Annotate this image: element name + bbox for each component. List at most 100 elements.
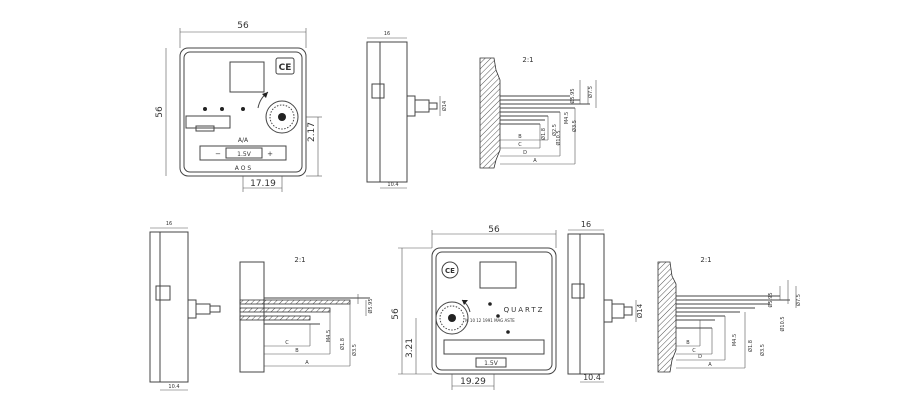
section-label: A xyxy=(708,362,712,368)
label-plate xyxy=(185,115,231,129)
shaft-diameter-dimension: Ø14 xyxy=(636,303,644,318)
section-label: Ø5.95 xyxy=(367,298,374,313)
section-label: Ø2.5 xyxy=(551,124,558,136)
gear-hub xyxy=(448,314,456,322)
battery-slot xyxy=(199,145,287,161)
section-label: A xyxy=(305,360,309,366)
shaft-tip xyxy=(623,306,633,316)
section-label: Ø10.5 xyxy=(779,316,786,331)
section-label: Ø1.8 xyxy=(540,128,547,140)
label-bottom: A O S xyxy=(235,165,252,172)
battery-slot xyxy=(443,339,545,355)
offset-dimension: 19.29 xyxy=(460,377,486,387)
width-dimension: 56 xyxy=(237,21,249,31)
shaft xyxy=(611,303,625,319)
gear-teeth xyxy=(439,305,465,331)
section-label: A xyxy=(533,158,537,164)
shaft-base xyxy=(603,299,613,323)
shaft xyxy=(195,303,211,315)
section-label: C xyxy=(285,340,289,346)
battery xyxy=(475,357,507,368)
shaft-hatch xyxy=(239,307,331,313)
side-top-dimension: 16 xyxy=(384,31,390,37)
scale-label: 2:1 xyxy=(700,256,711,264)
section-label: B xyxy=(686,340,690,346)
section-label: Ø5.95 xyxy=(767,292,774,307)
minus-sign: − xyxy=(215,150,221,158)
side-housing xyxy=(366,41,408,183)
section-hatch xyxy=(479,57,501,169)
section-label: Ø7.5 xyxy=(587,86,594,98)
side-boss xyxy=(155,285,171,301)
adjust-gear xyxy=(435,301,469,335)
section-label: Ø3.5 xyxy=(571,120,578,132)
side-housing xyxy=(149,231,189,383)
rivet xyxy=(506,330,510,334)
rivet xyxy=(488,302,492,306)
bottom-front-view: 56 56 CE QUARTZ M 10 12 1991 MAG ASTE 1.… xyxy=(391,225,557,390)
offset-dimension: 17.19 xyxy=(250,179,276,189)
section-label: D xyxy=(698,354,702,360)
ce-circle xyxy=(441,261,459,279)
housing-window xyxy=(229,61,265,93)
bottom-side-view-right: 16 Ø14 10.4 xyxy=(567,220,644,383)
adjust-gear xyxy=(265,100,299,134)
side-top-dimension: 16 xyxy=(581,220,591,229)
bottom-side-view: 16 10.4 xyxy=(149,221,221,391)
section-label: M4.5 xyxy=(326,330,332,342)
side-bottom-dimension: 10.4 xyxy=(583,373,601,382)
rivet xyxy=(220,107,224,111)
section-label: Ø1.8 xyxy=(747,340,754,352)
top-side-view: 16 Ø14 10.4 xyxy=(366,31,448,189)
arrow-head xyxy=(462,300,468,305)
rivet xyxy=(241,107,245,111)
gear-hub xyxy=(278,113,286,121)
quartz-text: QUARTZ xyxy=(504,306,545,314)
section-label: Ø10.5 xyxy=(555,130,562,145)
section-label: Ø7.5 xyxy=(795,294,802,306)
rivet xyxy=(203,107,207,111)
height-dimension: 56 xyxy=(391,308,401,320)
plus-sign: + xyxy=(267,150,273,158)
ce-mark: CE xyxy=(445,267,455,275)
section-label: M4.5 xyxy=(732,334,738,346)
small-print: M 10 12 1991 MAG ASTE xyxy=(465,318,515,323)
battery xyxy=(225,147,263,159)
slot xyxy=(195,125,215,132)
housing-window xyxy=(479,261,517,289)
housing-inner-edge xyxy=(435,251,553,371)
label-top: A/A xyxy=(238,137,249,144)
width-dimension: 56 xyxy=(488,225,500,235)
rivet xyxy=(496,314,500,318)
side-bottom-dimension: 10.4 xyxy=(387,182,398,188)
shaft-tip xyxy=(428,102,438,110)
section-label: D xyxy=(523,150,527,156)
section-label: B xyxy=(518,134,522,140)
side-boss xyxy=(371,83,385,99)
section-label: B xyxy=(295,348,299,354)
side-housing xyxy=(567,233,605,375)
shaft-diameter-dimension: Ø14 xyxy=(441,101,448,111)
arrow-head xyxy=(262,92,268,98)
scale-label: 2:1 xyxy=(294,256,305,264)
section-hatch xyxy=(657,261,677,373)
side-top-dimension: 16 xyxy=(166,221,172,227)
battery-label: 1.5V xyxy=(237,151,252,158)
gear-teeth xyxy=(269,104,295,130)
shaft-base xyxy=(187,299,197,319)
side-boss xyxy=(571,283,585,299)
offset-dimension: 2.17 xyxy=(307,122,317,142)
scale-label: 2:1 xyxy=(522,56,533,64)
offset-dimension: 3.21 xyxy=(405,338,415,358)
section-label: Ø3.5 xyxy=(759,344,766,356)
shaft-hatch xyxy=(239,315,311,321)
height-dimension: 56 xyxy=(155,106,165,118)
housing-inner-edge xyxy=(183,51,303,173)
section-label: C xyxy=(518,142,522,148)
section-label: M4.5 xyxy=(564,112,570,124)
